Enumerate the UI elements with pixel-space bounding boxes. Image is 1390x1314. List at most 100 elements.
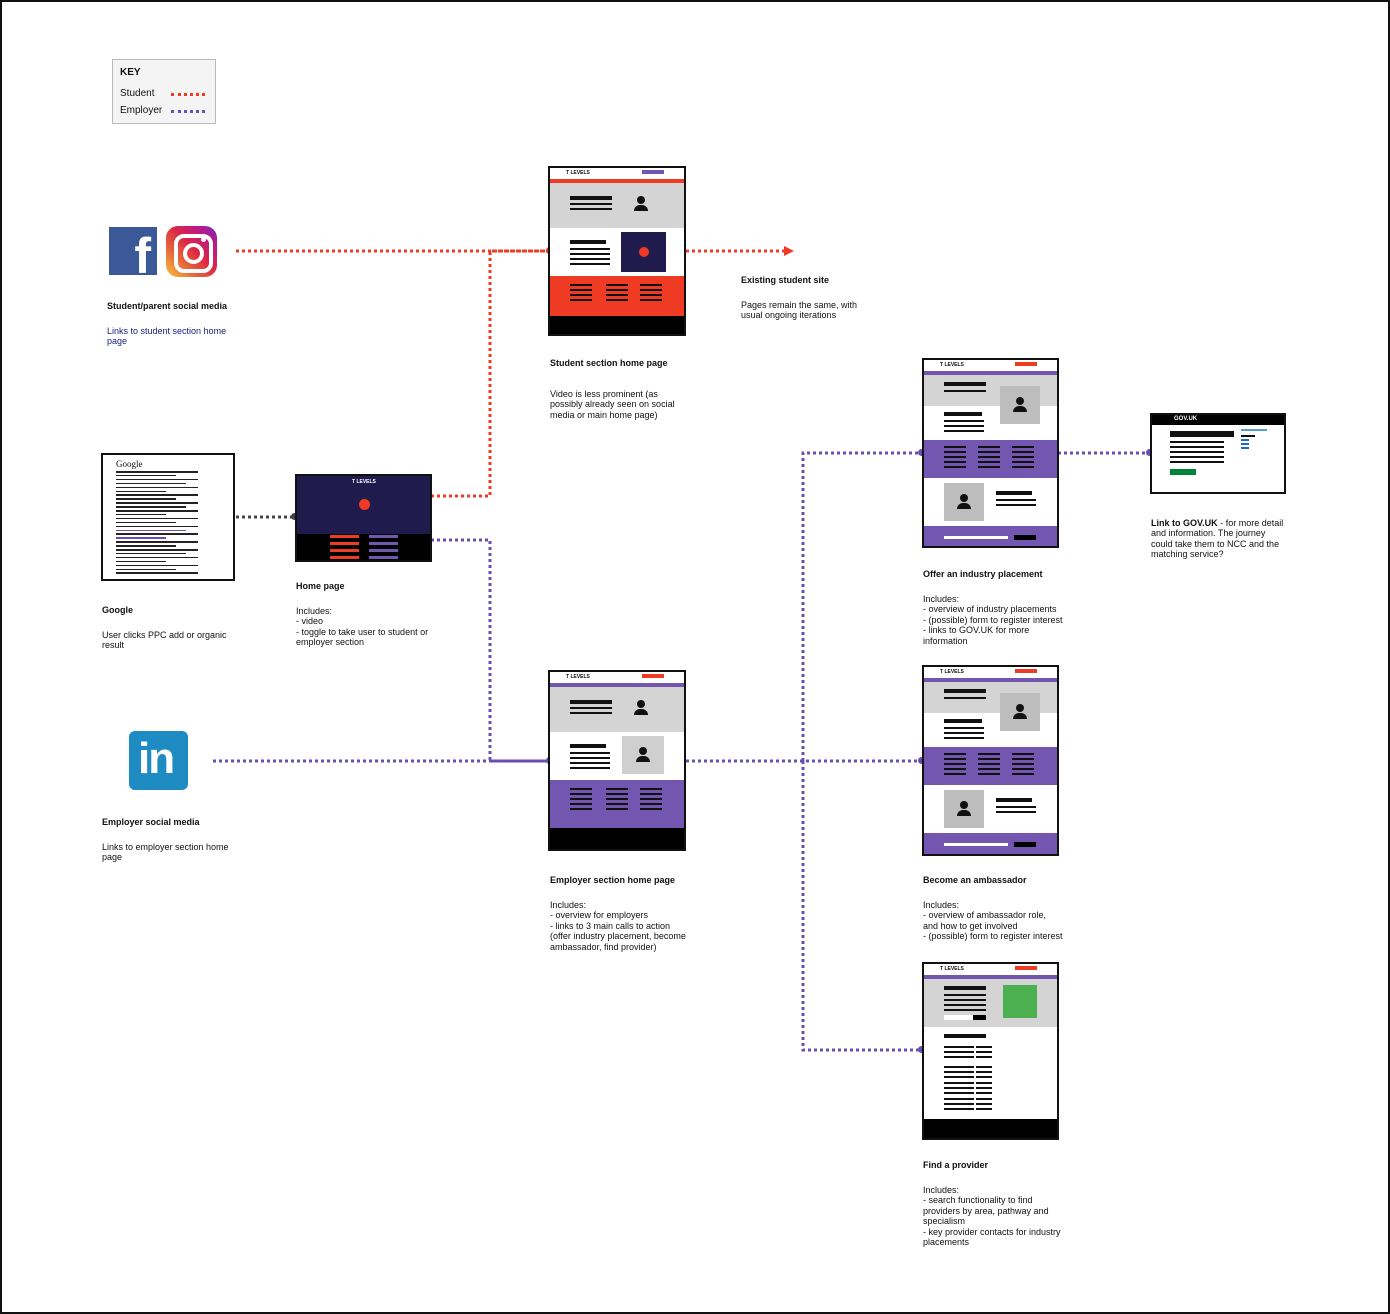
provider-caption: Find a provider Includes: - search funct… [923,1149,1063,1248]
provider-line [976,1103,992,1105]
google-results-icon: Google [101,453,235,581]
provider-line [944,1082,974,1084]
google-title: Google [102,604,133,615]
provider-title: Find a provider [923,1159,989,1170]
connector-dot [1146,449,1153,456]
result-line [116,471,198,473]
person-icon [636,747,650,763]
result-line [116,568,176,570]
provider-line [944,1046,974,1048]
employer-desc: Includes: - overview for employers - lin… [550,899,686,952]
provider-line [944,1076,974,1078]
employer-logo: T LEVELS [566,674,590,680]
provider-line [944,1051,974,1053]
connector-dot [291,513,298,520]
legend-student-label: Student [120,88,155,99]
provider-line [976,1098,992,1100]
result-line [116,572,198,574]
line-employer-to-provider [801,761,922,1052]
toggle-bar [369,556,398,559]
facebook-icon: f [109,227,157,281]
result-line [116,490,166,492]
person-icon [634,196,648,212]
home-desc: Includes: - video - toggle to take user … [296,605,429,648]
govuk-header: GOV.UK [1174,416,1198,422]
legend-key: KEY Student Employer [112,59,216,124]
linkedin-caption: Employer social media Links to employer … [102,806,232,863]
result-line [116,541,198,543]
result-line [116,517,198,520]
toggle-bar [369,549,398,552]
existing-desc: Pages remain the same, with usual ongoin… [741,299,858,321]
toggle-bar [330,556,359,559]
ambassador-title: Become an ambassador [923,874,1027,885]
provider-logo: T LEVELS [940,966,964,972]
social-title: Student/parent social media [107,300,228,311]
ambassador-logo: T LEVELS [940,669,964,675]
govuk-desc: - for more detail and information. The j… [1151,517,1284,560]
home-page-wireframe: T LEVELS [295,474,432,562]
result-line [116,502,198,504]
employer-title: Employer section home page [550,874,676,885]
provider-line [976,1071,992,1073]
result-line [116,506,186,508]
govuk-start-button [1170,469,1196,475]
govuk-title: Link to GOV.UK [1151,517,1218,528]
ambassador-page-wireframe: T LEVELS [922,665,1059,856]
result-line [116,552,186,555]
provider-line [944,1087,974,1089]
result-line [116,486,198,489]
legend-employer-label: Employer [120,105,163,116]
person-icon [634,700,648,716]
linkedin-desc: Links to employer section home page [102,841,229,863]
ambassador-desc: Includes: - overview of ambassador role,… [923,899,1063,942]
student-title: Student section home page [550,357,668,368]
result-line [116,525,198,528]
line-home-to-employer [431,538,550,763]
provider-line [976,1066,992,1068]
person-icon [957,801,971,817]
connector-dot [918,1046,925,1053]
linkedin-title: Employer social media [102,816,200,827]
social-desc: Links to student section home page [107,325,227,347]
provider-line [976,1051,992,1053]
line-home-to-student [431,249,550,498]
home-title: Home page [296,580,345,591]
placement-caption: Offer an industry placement Includes: - … [923,558,1063,646]
govuk-caption: Link to GOV.UK - for more detail and inf… [1151,507,1288,560]
legend-employer-swatch [171,110,205,113]
provider-line [944,1103,974,1105]
placement-desc: Includes: - overview of industry placeme… [923,593,1063,646]
student-caption: Student section home page Video is less … [550,347,685,420]
result-line [116,478,198,481]
google-desc: User clicks PPC add or organic result [102,629,227,651]
ambassador-caption: Become an ambassador Includes: - overvie… [923,864,1063,942]
result-line [116,513,166,516]
provider-line [976,1056,992,1058]
linkedin-glyph: in [138,734,175,783]
placement-page-wireframe: T LEVELS [922,358,1059,548]
provider-line [976,1108,992,1110]
provider-line [944,1066,974,1068]
toggle-bar [330,542,359,545]
toggle-bar [369,535,398,538]
provider-line [944,1071,974,1073]
line-employer-to-placement [801,451,922,761]
connector-dot [918,449,925,456]
existing-title: Existing student site [741,274,830,285]
result-line [116,533,198,535]
provider-line [944,1098,974,1100]
result-line [116,529,186,531]
result-line [116,510,198,512]
employer-caption: Employer section home page Includes: - o… [550,864,690,952]
toggle-bar [369,542,398,545]
result-line [116,494,198,496]
student-page-wireframe: T LEVELS [548,166,686,336]
provider-line [976,1082,992,1084]
person-icon [1013,704,1027,720]
result-line [116,560,166,563]
provider-desc: Includes: - search functionality to find… [923,1184,1061,1248]
provider-line [976,1076,992,1078]
placement-title: Offer an industry placement [923,568,1043,579]
